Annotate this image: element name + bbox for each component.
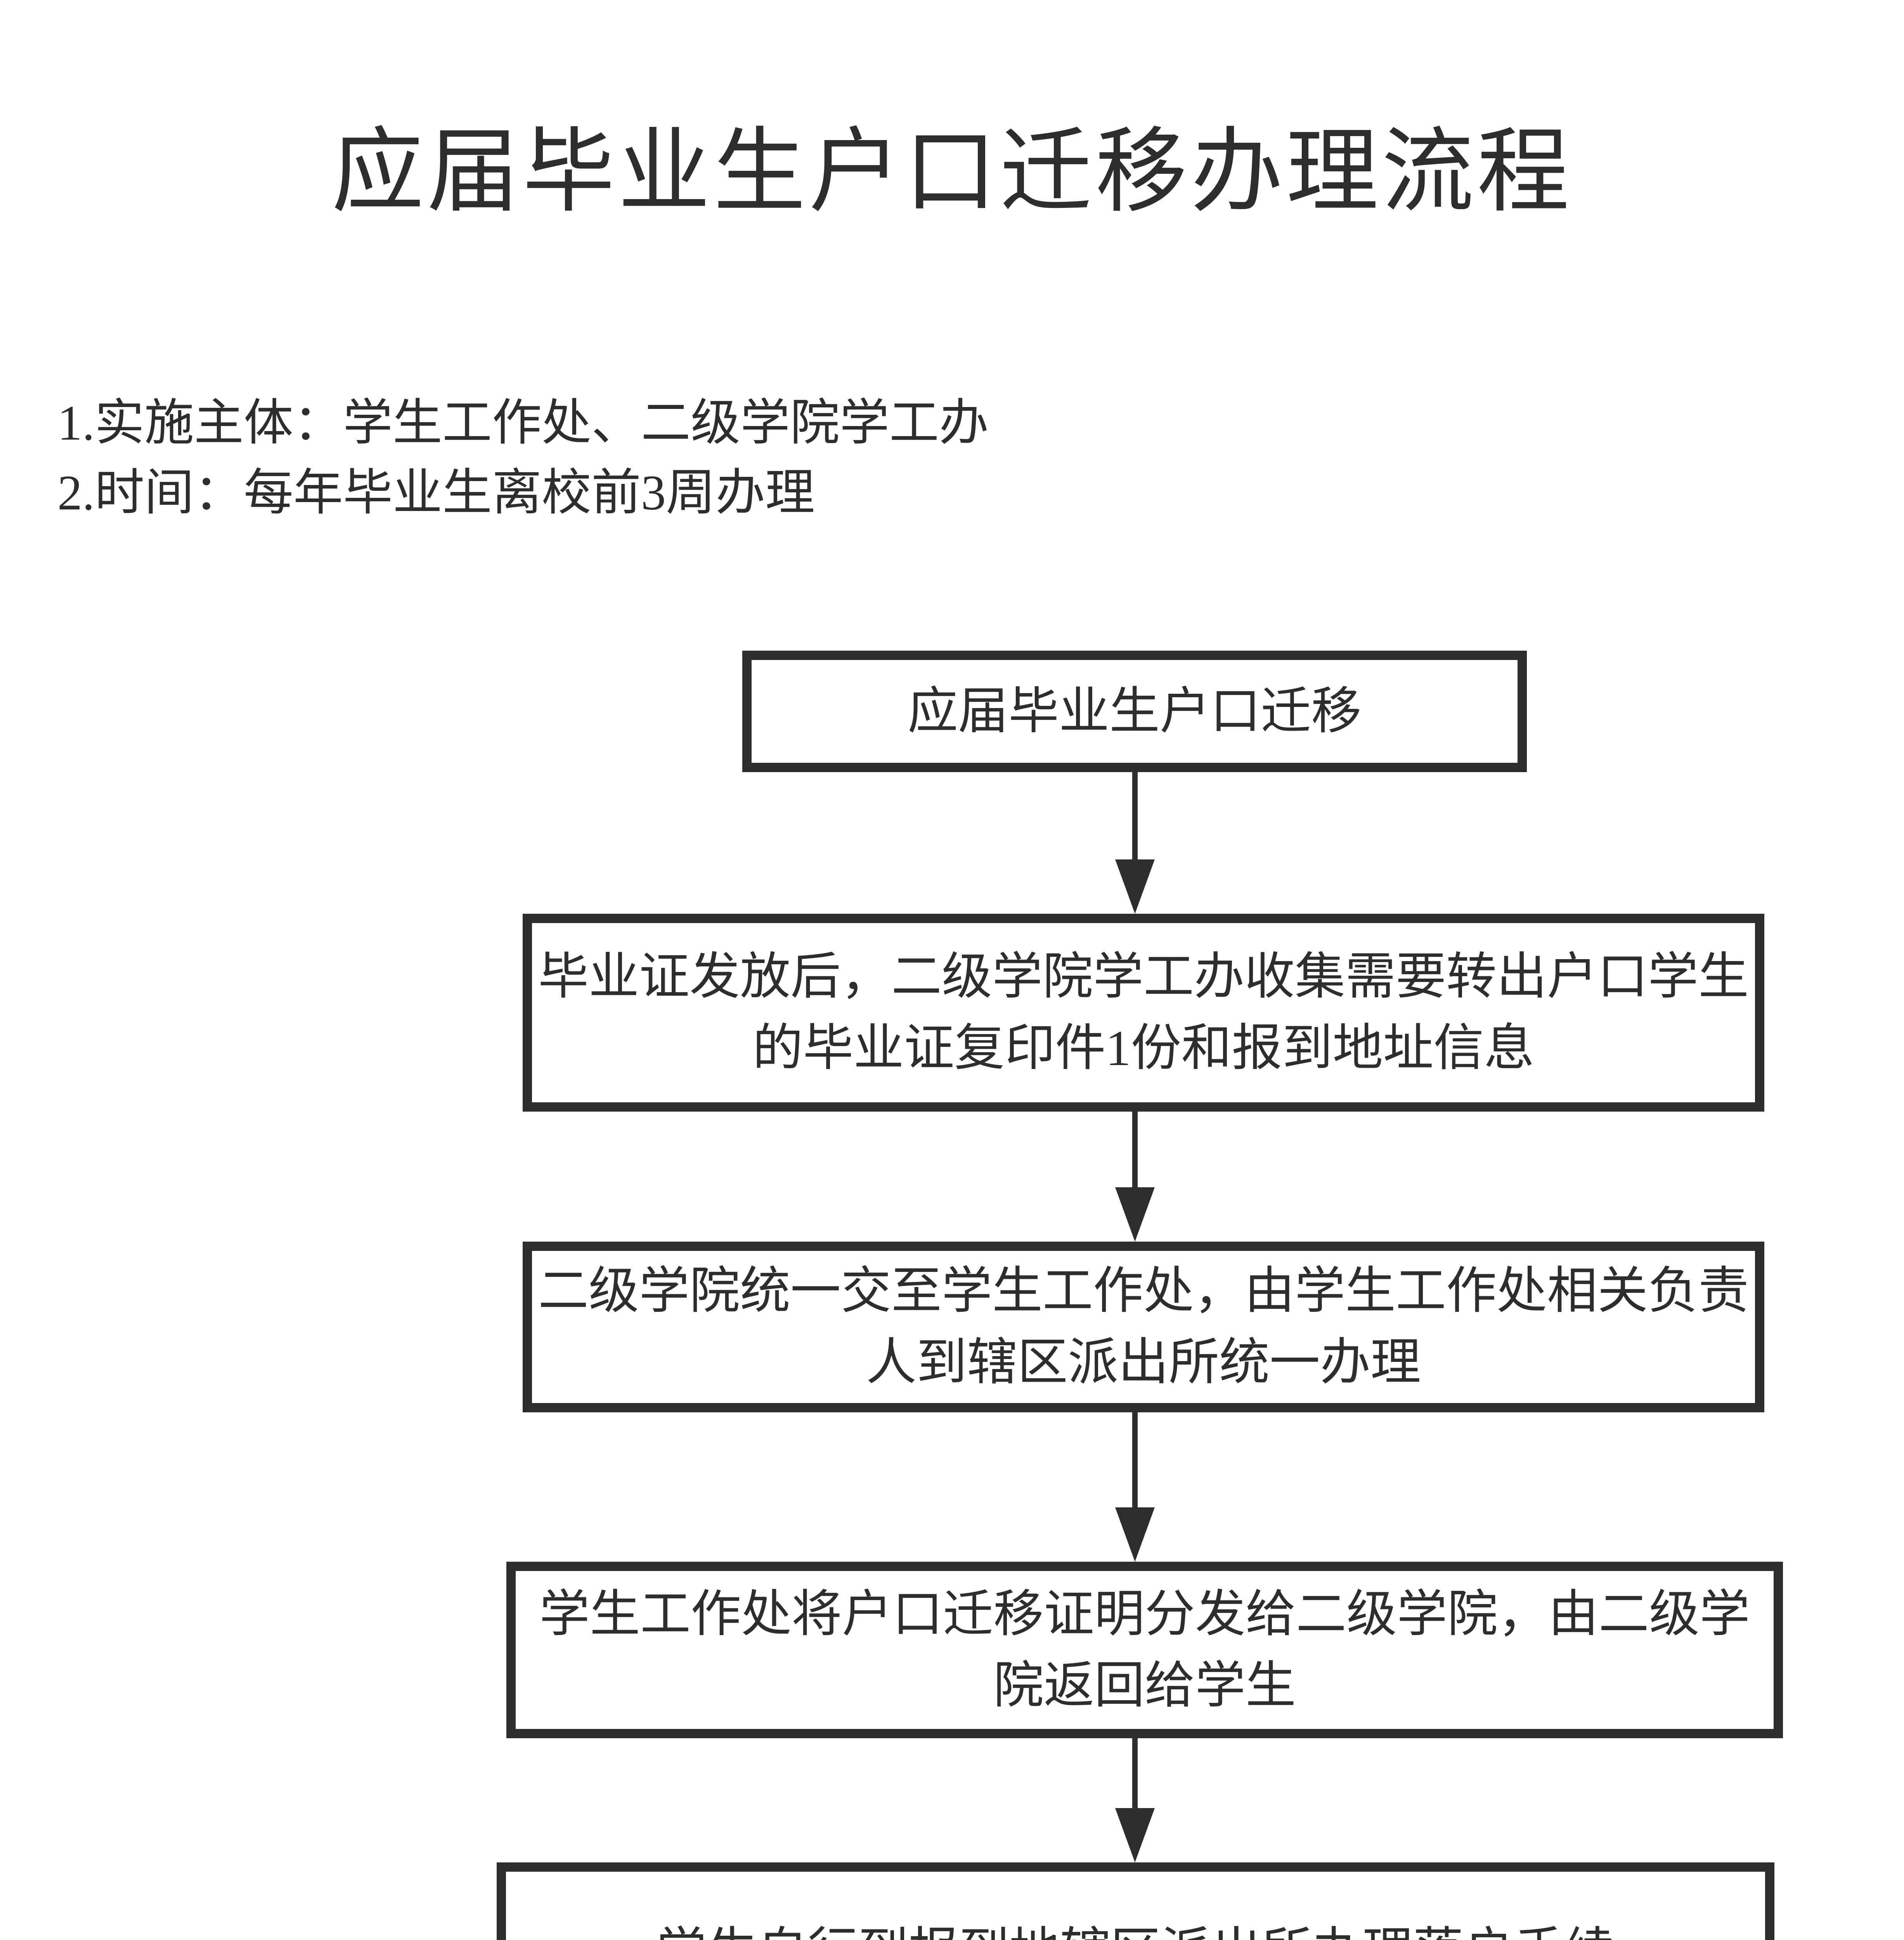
flow-node-collect-line-1: 毕业证发放后，二级学院学工办收集需要转出户口学生	[538, 949, 1749, 1005]
flow-node-distribute-line-1: 学生工作处将户口迁移证明分发给二级学院，由二级学	[539, 1586, 1750, 1642]
flow-node-distribute: 学生工作处将户口迁移证明分发给二级学院，由二级学 院返回给学生	[506, 1562, 1783, 1738]
flow-node-submit: 二级学院统一交至学生工作处，由学生工作处相关负责 人到辖区派出所统一办理	[523, 1242, 1764, 1412]
page-title: 应届毕业生户口迁移办理流程	[331, 121, 1573, 223]
arrow-down-icon	[1115, 1808, 1155, 1862]
flow-node-start-text: 应届毕业生户口迁移	[907, 683, 1362, 740]
notes-list: 1.实施主体：学生工作处、二级学院学工办 2.时间：每年毕业生离校前3周办理	[57, 388, 989, 528]
flow-arrow-2-shaft	[1132, 1112, 1138, 1187]
note-time: 2.时间：每年毕业生离校前3周办理	[57, 465, 815, 520]
flow-arrow-3-shaft	[1132, 1412, 1138, 1507]
flow-node-distribute-line-2: 院返回给学生	[993, 1658, 1296, 1714]
note-implementing-body: 1.实施主体：学生工作处、二级学院学工办	[57, 395, 989, 450]
flow-node-start: 应届毕业生户口迁移	[742, 651, 1527, 772]
flow-arrow-1-shaft	[1132, 772, 1138, 859]
flow-node-collect: 毕业证发放后，二级学院学工办收集需要转出户口学生 的毕业证复印件1份和报到地址信…	[523, 914, 1764, 1112]
arrow-down-icon	[1115, 859, 1155, 914]
flow-node-settle: 学生自行到报到地辖区派出所办理落户手续	[497, 1862, 1774, 1940]
flow-arrow-4-shaft	[1132, 1738, 1138, 1808]
arrow-down-icon	[1115, 1187, 1155, 1242]
flow-node-submit-line-1: 二级学院统一交至学生工作处，由学生工作处相关负责	[538, 1263, 1749, 1319]
arrow-down-icon	[1115, 1507, 1155, 1562]
flow-node-settle-text: 学生自行到报到地辖区派出所办理落户手续	[656, 1916, 1615, 1940]
flow-node-submit-line-2: 人到辖区派出所统一办理	[866, 1335, 1421, 1391]
flow-node-collect-line-2: 的毕业证复印件1份和报到地址信息	[752, 1020, 1535, 1076]
